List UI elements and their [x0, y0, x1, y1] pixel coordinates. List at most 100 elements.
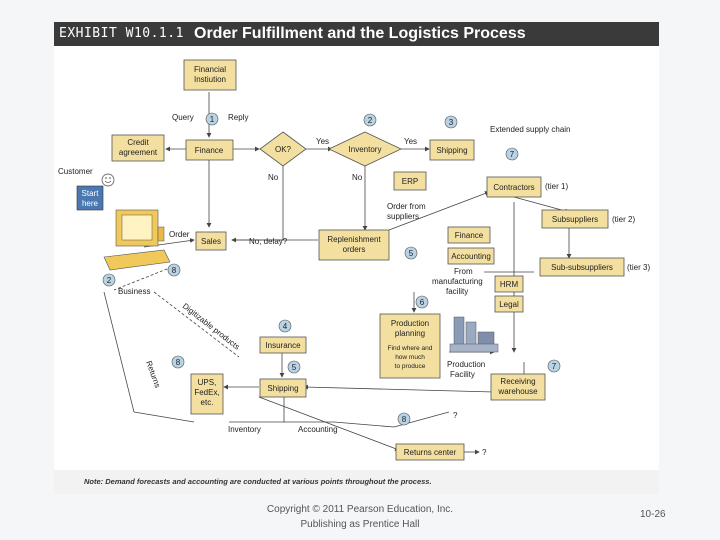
accounting-right-box: Accounting — [447, 247, 495, 265]
returns-center-label: Returns center — [404, 448, 457, 457]
step-1-number: 1 — [210, 115, 215, 124]
subsubsuppliers-label: Sub-subsuppliers — [551, 263, 613, 272]
step-8b-number: 8 — [176, 358, 181, 367]
step-7a: 7 — [505, 147, 519, 161]
step-8a-number: 8 — [172, 266, 177, 275]
step-2b-number: 2 — [107, 276, 112, 285]
accounting-right-label: Accounting — [451, 252, 491, 261]
step-markers: 1 2 3 7 2 8 5 6 4 8 5 7 8 — [102, 112, 561, 426]
ups-label-1: UPS, — [198, 378, 217, 387]
yes-label-1: Yes — [316, 137, 329, 146]
step-8b: 8 — [171, 355, 185, 369]
from-mfg-label-2: manufacturing — [432, 277, 483, 286]
finance-label: Finance — [195, 146, 224, 155]
ok-label: OK? — [275, 145, 292, 154]
exhibit-header: EXHIBIT W10.1.1 Order Fulfillment and th… — [54, 22, 659, 46]
shipping-bottom-box: Shipping — [259, 378, 307, 398]
copyright-line-1: Copyright © 2011 Pearson Education, Inc. — [266, 504, 454, 515]
step-5b: 5 — [287, 360, 301, 374]
from-mfg-label-3: facility — [446, 287, 468, 296]
figure-note: Note: Demand forecasts and accounting ar… — [84, 477, 432, 486]
returns-label: Returns — [144, 360, 162, 389]
start-here-box: Start here — [76, 185, 104, 211]
step-4-number: 4 — [283, 322, 288, 331]
reply-label: Reply — [228, 113, 248, 122]
question-label-2: ? — [482, 448, 487, 457]
step-6: 6 — [415, 295, 429, 309]
copyright-footer: Copyright © 2011 Pearson Education, Inc.… — [230, 502, 490, 532]
step-2b: 2 — [102, 273, 116, 287]
query-label: Query — [172, 113, 194, 122]
ups-fedex-box: UPS, FedEx, etc. — [190, 373, 224, 415]
inventory-decision: Inventory — [328, 131, 402, 167]
order-from-label-2: suppliers — [387, 212, 419, 221]
extended-supply-chain-label: Extended supply chain — [490, 125, 571, 134]
production-planning-box: Production planning Find where and how m… — [379, 313, 441, 379]
labels: Query Reply Yes Yes No No Extended suppl… — [58, 113, 650, 457]
step-3-number: 3 — [449, 118, 454, 127]
replenishment-label-1: Replenishment — [327, 235, 381, 244]
finance-right-label: Finance — [455, 231, 484, 240]
order-label: Order — [169, 230, 190, 239]
accounting-bottom-label: Accounting — [298, 425, 338, 434]
step-5-number: 5 — [409, 249, 414, 258]
hrm-label: HRM — [500, 280, 519, 289]
step-8a: 8 — [167, 263, 181, 277]
production-planning-sub-1: Find where and — [388, 345, 433, 352]
tier1-label: (tier 1) — [545, 182, 568, 191]
step-1: 1 — [205, 112, 219, 126]
finance-box: Finance — [185, 139, 234, 161]
ok-decision: OK? — [259, 131, 307, 167]
step-8c-number: 8 — [402, 415, 407, 424]
step-7b-number: 7 — [552, 362, 557, 371]
step-4: 4 — [278, 319, 292, 333]
step-8c: 8 — [397, 412, 411, 426]
smiley-icon — [101, 173, 115, 187]
contractors-label: Contractors — [493, 183, 534, 192]
step-7b: 7 — [547, 359, 561, 373]
customer-label: Customer — [58, 167, 93, 176]
production-planning-sub-3: to produce — [395, 363, 426, 370]
step-2: 2 — [363, 113, 377, 127]
credit-agreement-label-1: Credit — [127, 138, 149, 147]
step-2-number: 2 — [368, 116, 373, 125]
shipping-top-label: Shipping — [436, 146, 467, 155]
order-from-label-1: Order from — [387, 202, 426, 211]
contractors-box: Contractors — [486, 176, 542, 198]
erp-box: ERP — [393, 171, 427, 191]
hrm-box: HRM — [494, 275, 524, 293]
exhibit-label: EXHIBIT W10.1.1 — [59, 26, 184, 41]
subsuppliers-label: Subsuppliers — [552, 215, 598, 224]
step-3: 3 — [444, 115, 458, 129]
inventory-label: Inventory — [349, 145, 382, 154]
digitizable-products-label: Digitizable products — [181, 301, 242, 351]
no-label-2: No — [352, 173, 363, 182]
yes-label-2: Yes — [404, 137, 417, 146]
start-label-1: Start — [82, 189, 100, 198]
start-label-2: here — [82, 199, 99, 208]
step-5b-number: 5 — [292, 363, 297, 372]
from-mfg-label-1: From — [454, 267, 473, 276]
receiving-warehouse-box: Receiving warehouse — [490, 373, 546, 401]
legal-box: Legal — [494, 295, 524, 313]
financial-institution-box: Financial Instiution — [183, 59, 237, 91]
connector-lines — [103, 92, 572, 455]
page-number: 10-26 — [640, 509, 666, 520]
sales-box: Sales — [195, 231, 227, 251]
factory-icon — [449, 316, 499, 353]
exhibit-figure: EXHIBIT W10.1.1 Order Fulfillment and th… — [54, 22, 659, 494]
computer-icon — [103, 209, 171, 271]
no-delay-label: No, delay? — [249, 237, 288, 246]
production-facility-label-1: Production — [447, 360, 485, 369]
step-7a-number: 7 — [510, 150, 515, 159]
copyright-line-2: Publishing as Prentice Hall — [300, 519, 420, 530]
ups-label-3: etc. — [201, 398, 214, 407]
inventory-bottom-label: Inventory — [228, 425, 261, 434]
logistics-diagram: Financial Instiution Credit agreement Fi… — [58, 59, 650, 461]
production-planning-label-2: planning — [395, 329, 425, 338]
subsuppliers-box: Subsuppliers — [541, 209, 609, 229]
receiving-label-2: warehouse — [497, 387, 538, 396]
insurance-label: Insurance — [265, 341, 301, 350]
question-label-1: ? — [453, 411, 458, 420]
receiving-label-1: Receiving — [500, 377, 535, 386]
